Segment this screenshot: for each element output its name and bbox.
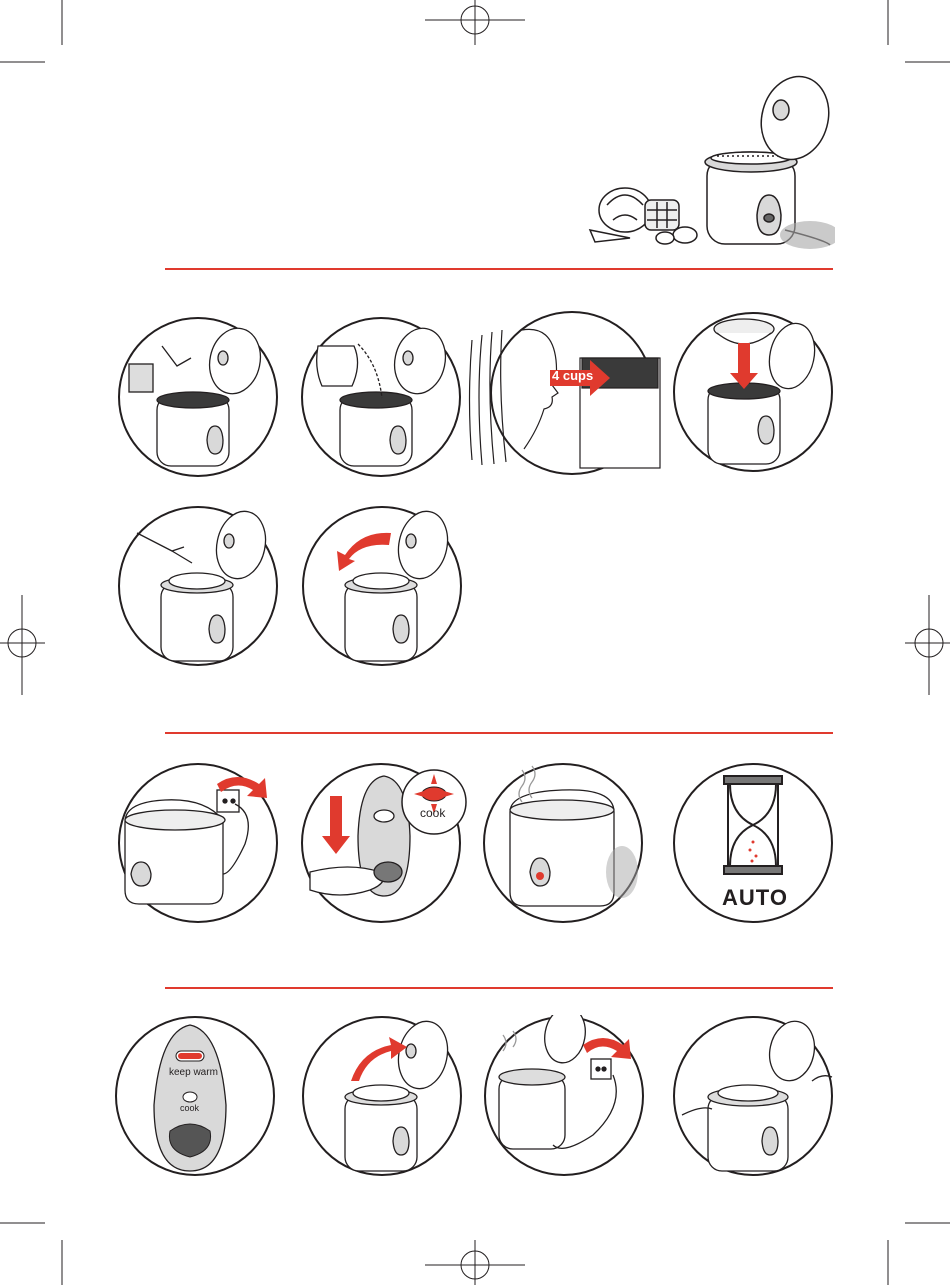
step-unplug — [483, 1015, 645, 1177]
cook-small-label: cook — [180, 1103, 199, 1113]
step-add-rice — [117, 316, 279, 478]
registration-crosshair-icon-left — [0, 595, 45, 695]
hero-rice-cooker-illustration — [585, 70, 835, 260]
registration-crosshair-icon-right — [905, 595, 950, 695]
step-close-lid — [301, 505, 463, 667]
step-add-water — [300, 316, 462, 478]
step-serve — [672, 1015, 834, 1177]
step-plug-in — [117, 762, 279, 924]
registration-crosshair-icon-bottom — [425, 1240, 525, 1285]
section-rule-3 — [165, 987, 833, 989]
step-keep-warm-panel: keep warm cook — [114, 1015, 276, 1177]
step-cooking-steam — [482, 762, 644, 924]
step-insert-steam-basket — [672, 311, 834, 473]
auto-label: AUTO — [722, 885, 788, 911]
step-add-vegetables — [117, 505, 279, 667]
section-rule-1 — [165, 268, 833, 270]
step-check-water-level: 4 cups — [462, 310, 662, 476]
registration-crosshair-icon-top — [425, 0, 525, 45]
section-rule-2 — [165, 732, 833, 734]
keep-warm-label: keep warm — [169, 1067, 218, 1078]
step-open-lid — [301, 1015, 463, 1177]
cups-label: 4 cups — [552, 368, 593, 383]
cook-label: cook — [420, 806, 445, 820]
cook-indicator-callout: cook — [400, 768, 468, 836]
step-auto-timer: AUTO — [672, 762, 834, 924]
